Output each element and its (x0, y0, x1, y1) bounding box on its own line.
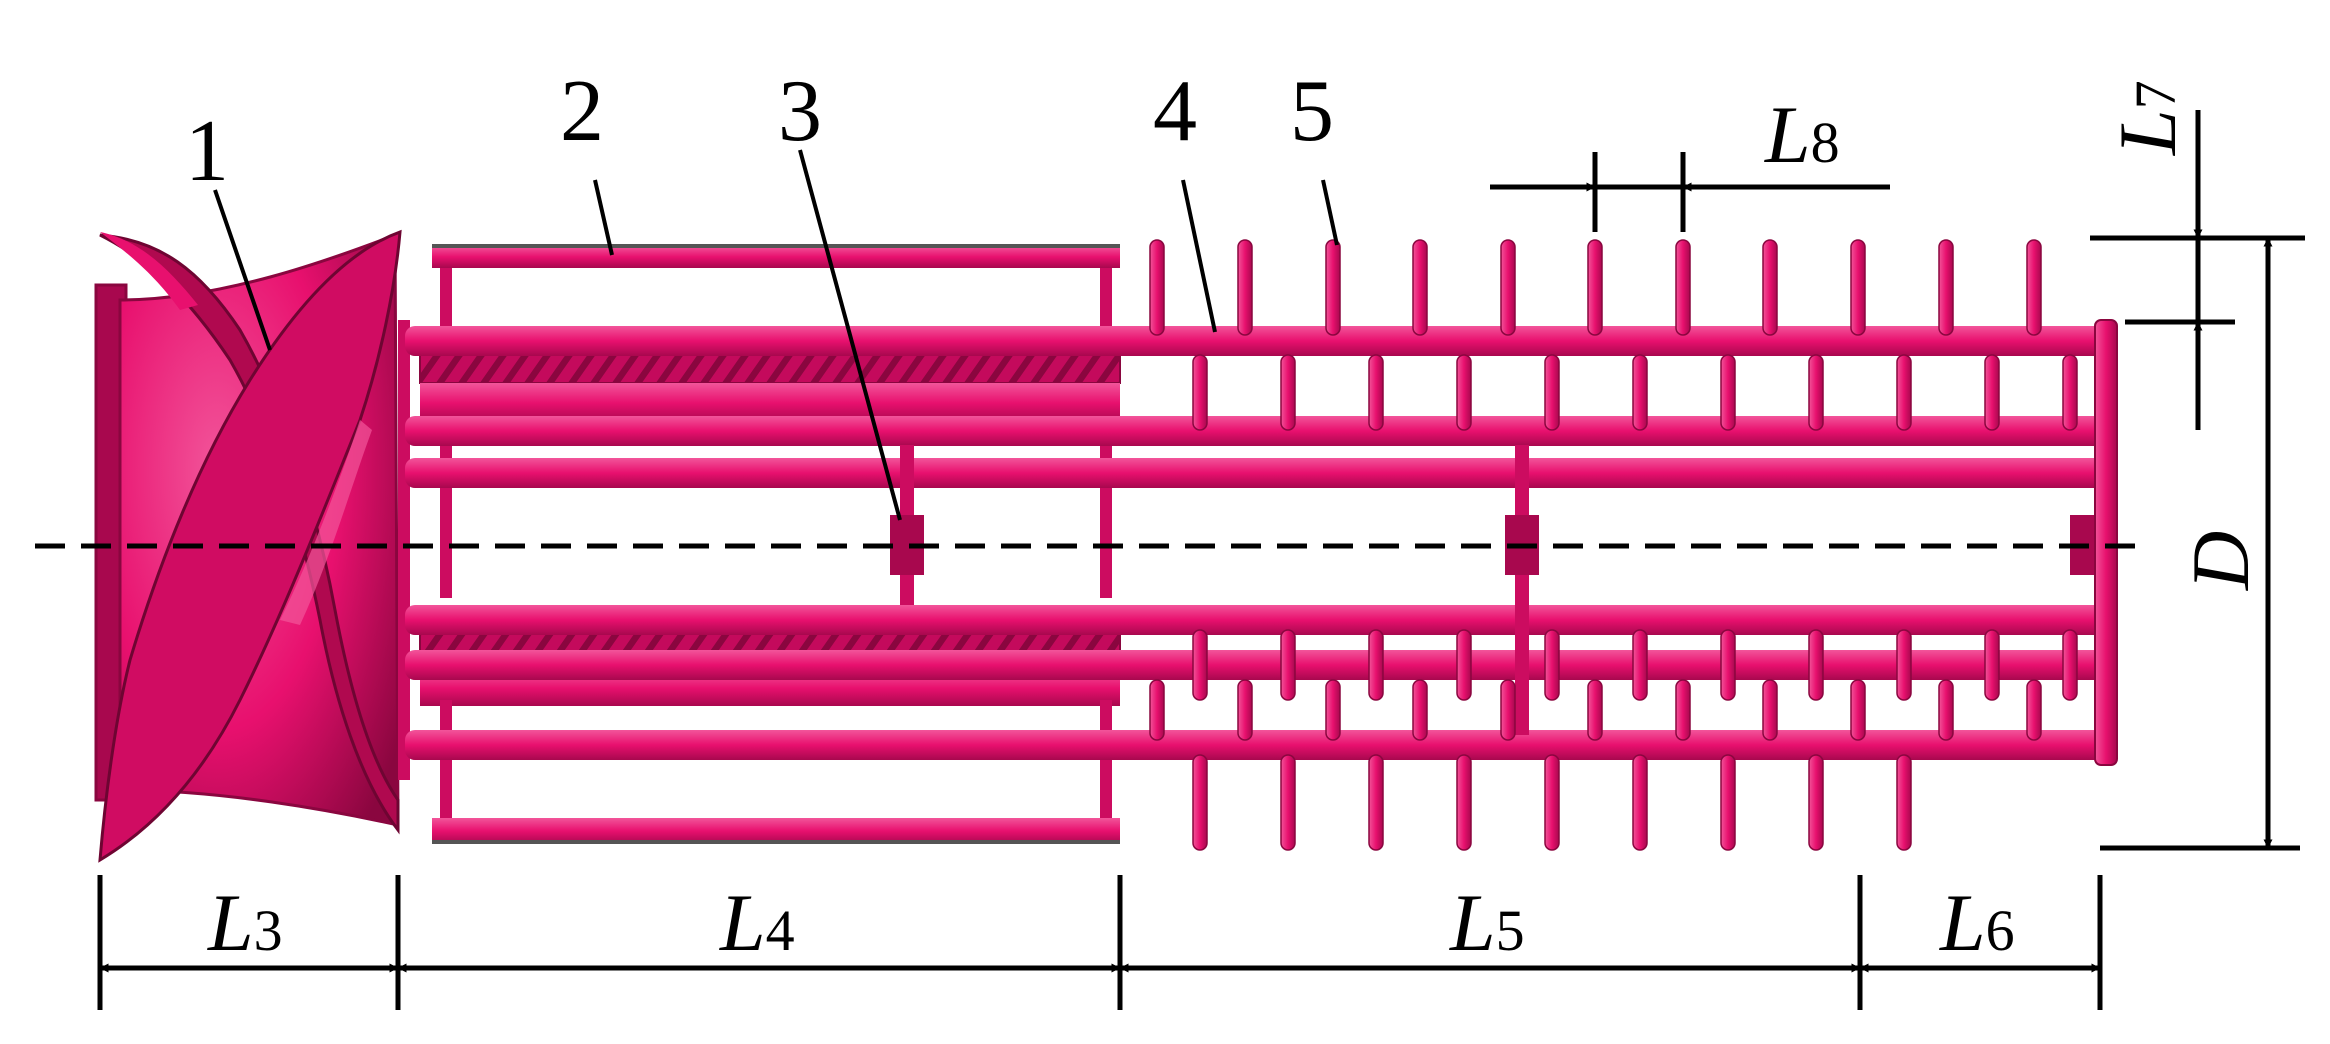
dim-L6-label: L6 (1939, 877, 2015, 968)
inner-tooth (2062, 629, 2078, 701)
inner-tooth (1938, 679, 1954, 741)
inner-tooth (2026, 679, 2042, 741)
callout-3: 3 (778, 63, 902, 521)
top-tooth (1587, 239, 1603, 336)
top-tooth (1237, 239, 1253, 336)
bottom-tooth (1544, 754, 1560, 851)
callout-5-label: 5 (1290, 63, 1334, 160)
top-tooth (1412, 239, 1428, 336)
top-tooth (1850, 239, 1866, 336)
inner-tooth (2062, 354, 2078, 431)
dim-L7-label: L7 (2102, 80, 2193, 156)
callout-4-label: 4 (1153, 63, 1197, 160)
inner-tooth (1280, 354, 1296, 431)
inner-tooth (1192, 629, 1208, 701)
bottom-tooth (1368, 754, 1384, 851)
inner-tooth (1896, 354, 1912, 431)
dim-L4-label: L4 (719, 877, 795, 968)
dim-D-label: D (2175, 531, 2266, 591)
inner-tooth (1808, 354, 1824, 431)
inner-tooth (1587, 679, 1603, 741)
inner-tooth (1544, 629, 1560, 701)
top-tooth (1938, 239, 1954, 336)
inner-tooth (1500, 679, 1516, 741)
inner-tooth (1850, 679, 1866, 741)
callout-3-label: 3 (778, 63, 822, 160)
dim-L8-label: L8 (1764, 89, 1840, 180)
inner-tooth (1280, 629, 1296, 701)
bottom-tooth (1192, 754, 1208, 851)
dim-L8: L8 (1490, 89, 1890, 232)
inner-tooth (1984, 629, 2000, 701)
inner-tooth (1149, 679, 1165, 741)
inner-tooth (1368, 354, 1384, 431)
top-tooth (1675, 239, 1691, 336)
threshing-teeth (1149, 239, 2078, 851)
inner-tooth (1808, 629, 1824, 701)
dim-L5-label: L5 (1449, 877, 1525, 968)
bottom-dimensions: L3 L4 L5 L6 (97, 875, 2103, 1010)
callout-2: 2 (560, 63, 614, 256)
callout-4: 4 (1153, 63, 1217, 333)
inner-tooth (1632, 354, 1648, 431)
inner-tooth (1192, 354, 1208, 431)
top-tooth (1325, 239, 1341, 336)
bottom-tooth (1456, 754, 1472, 851)
bottom-tooth (1808, 754, 1824, 851)
dim-L7: L7 (2090, 80, 2305, 430)
inner-tooth (1325, 679, 1341, 741)
inner-tooth (1412, 679, 1428, 741)
end-plate (2094, 319, 2118, 766)
bottom-tooth (1632, 754, 1648, 851)
top-tooth (1762, 239, 1778, 336)
bottom-tooth (1280, 754, 1296, 851)
callout-1-label: 1 (185, 103, 229, 200)
callout-1: 1 (185, 103, 272, 351)
inner-tooth (1762, 679, 1778, 741)
inner-tooth (1237, 679, 1253, 741)
dim-D: D (2100, 237, 2300, 851)
dim-L3-label: L3 (207, 877, 283, 968)
inner-tooth (1456, 629, 1472, 701)
inner-tooth (1544, 354, 1560, 431)
inner-tooth (1368, 629, 1384, 701)
inner-tooth (1675, 679, 1691, 741)
bottom-tooth (1720, 754, 1736, 851)
callout-5: 5 (1290, 63, 1339, 246)
inner-tooth (1632, 629, 1648, 701)
inner-tooth (1720, 629, 1736, 701)
inner-tooth (1720, 354, 1736, 431)
bottom-tooth (1896, 754, 1912, 851)
top-tooth (1500, 239, 1516, 336)
inner-tooth (1896, 629, 1912, 701)
inner-tooth (1456, 354, 1472, 431)
top-tooth (2026, 239, 2042, 336)
inner-tooth (1984, 354, 2000, 431)
top-tooth (1149, 239, 1165, 336)
callout-2-label: 2 (560, 63, 604, 160)
drum-rods (405, 326, 2115, 760)
